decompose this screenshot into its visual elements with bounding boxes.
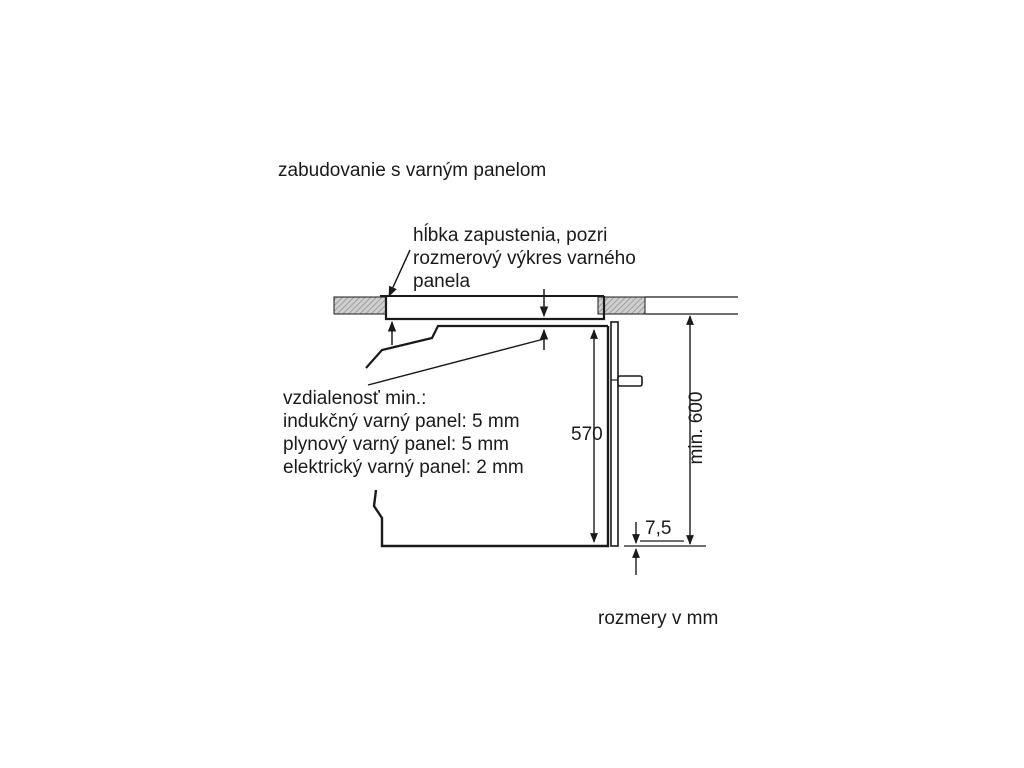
recess-note-line-2: rozmerový výkres varného <box>413 248 636 269</box>
oven-top <box>365 324 608 369</box>
oven-knob <box>617 375 643 387</box>
dimension-600-label: min. 600 <box>686 391 707 465</box>
oven-front-panel <box>610 321 619 547</box>
recess-note-line-1: hĺbka zapustenia, pozri <box>413 225 608 246</box>
distance-note-electric: elektrický varný panel: 2 mm <box>283 457 524 478</box>
recess-leader-line <box>388 249 411 297</box>
worktop-left <box>333 296 387 315</box>
oven-body <box>372 326 610 548</box>
dimension-gap <box>632 522 684 575</box>
distance-note-gas: plynový varný panel: 5 mm <box>283 434 509 455</box>
dimension-570-label: 570 <box>571 424 603 445</box>
hob-body <box>384 296 606 321</box>
oven <box>365 321 643 548</box>
dimension-600 <box>624 315 706 547</box>
hob <box>380 295 606 321</box>
recess-note-line-3: panela <box>413 271 471 292</box>
worktop-right <box>597 296 646 315</box>
diagram-title: zabudovanie s varným panelom <box>278 160 547 181</box>
distance-note-induction: indukčný varný panel: 5 mm <box>283 411 520 432</box>
units-note: rozmery v mm <box>598 608 719 629</box>
distance-note-heading: vzdialenosť min.: <box>283 388 427 409</box>
distance-leader-line <box>367 338 545 386</box>
dimension-gap-label: 7,5 <box>645 518 672 539</box>
recess-leader <box>387 249 549 350</box>
worktop <box>333 296 738 315</box>
